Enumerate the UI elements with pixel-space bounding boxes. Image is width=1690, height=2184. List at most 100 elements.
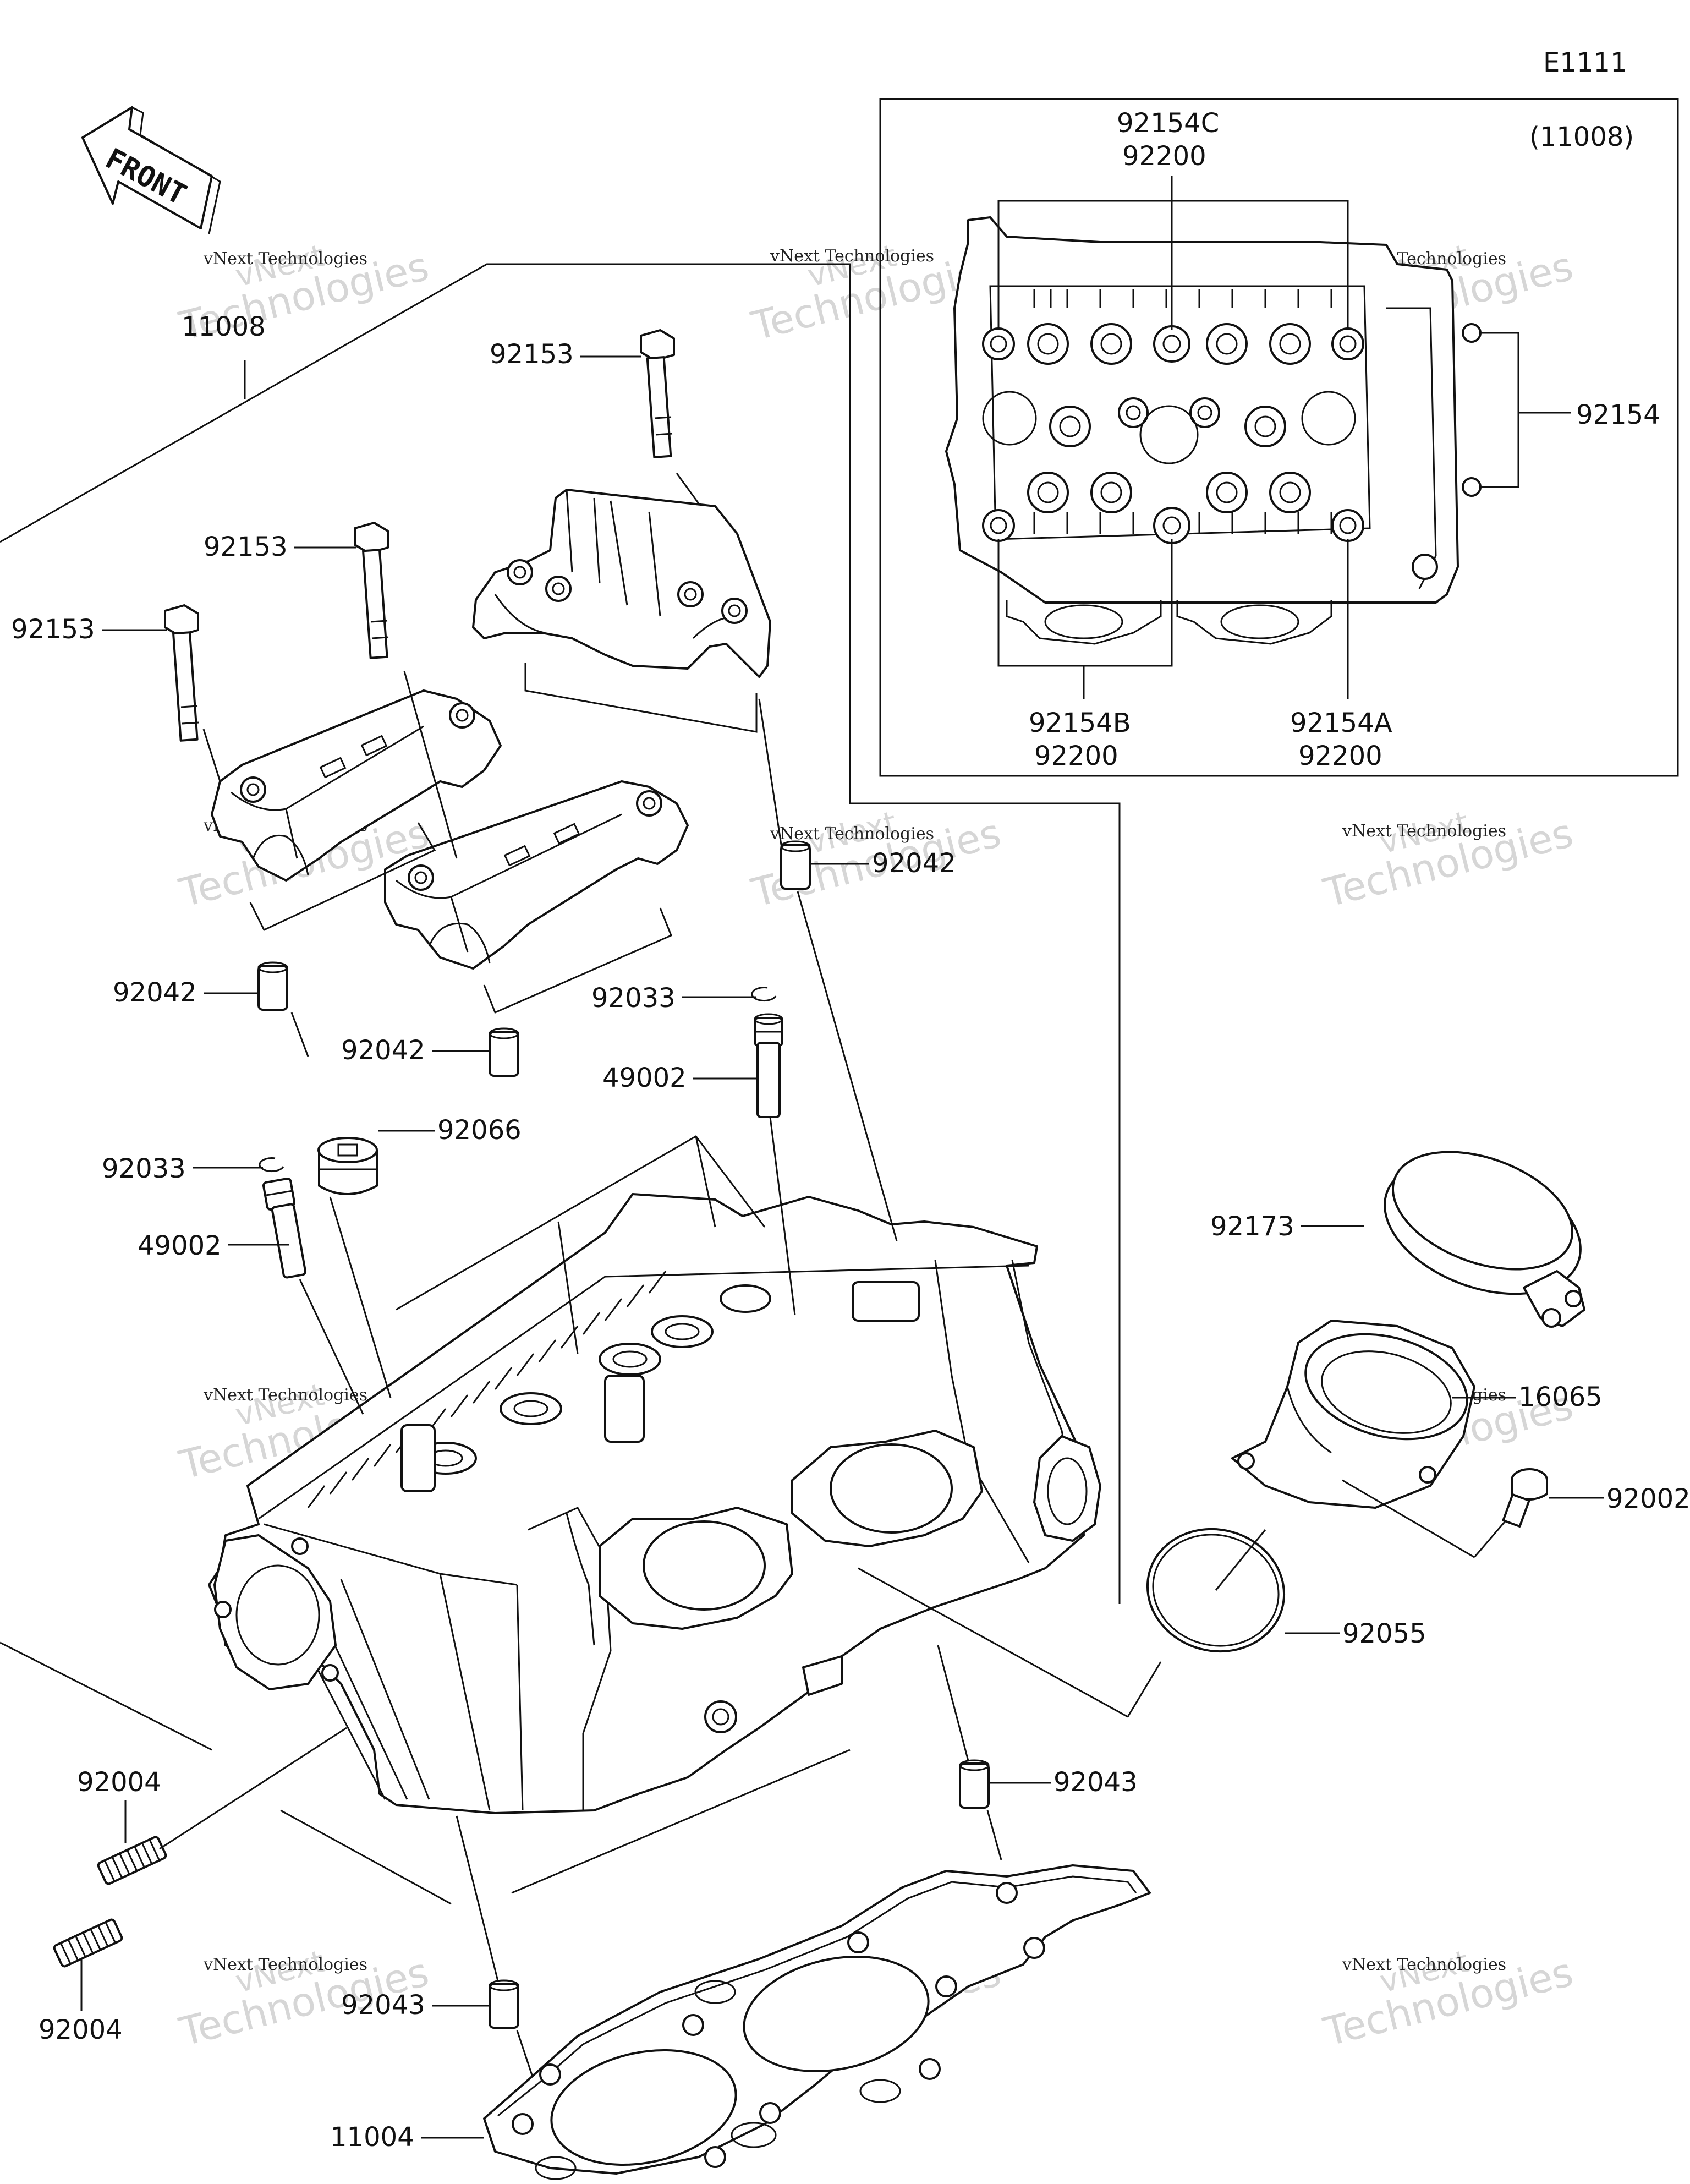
inset-bracket-top (997, 200, 1349, 330)
inset-valve-cover-area (989, 285, 1371, 540)
label-92004-b: 92004 (39, 2015, 123, 2045)
watermark-small-5: vNext Technologies (770, 824, 934, 844)
watermark-small-1: vNext Technologies (203, 249, 367, 269)
plug-92066 (317, 1137, 378, 1195)
watermark-small-12: vNext Technologies (1342, 1955, 1506, 1974)
inset-port-left (1006, 600, 1162, 645)
stud-92004-b (53, 1918, 123, 1968)
dowel-92042-b (489, 1027, 519, 1077)
label-92153-c: 92153 (11, 614, 95, 645)
head-leader-bolt-c (202, 729, 221, 782)
inset-frame (879, 98, 1679, 777)
label-92033-b: 92033 (102, 1153, 186, 1184)
head-leader-bolt-a (676, 473, 700, 504)
inset-port-right-bore (1220, 604, 1299, 639)
leader-92043-b-down (516, 2030, 535, 2081)
label-11008-assy: 11008 (182, 311, 266, 342)
watermark-small-10: vNext Technologies (203, 1955, 367, 1974)
inset-ref: (11008) (1529, 122, 1634, 152)
inset-label-top-1: 92154C (1117, 108, 1219, 139)
dowel-92042-a (257, 961, 288, 1011)
label-92043-a: 92043 (1053, 1767, 1138, 1798)
cylinder-head-fins (307, 1271, 667, 1508)
clip-92033-a (751, 987, 777, 1002)
holder-16065 (1231, 1320, 1475, 1509)
watermark-6: vNext Technologies (1319, 804, 1577, 916)
front-arrow-shape (81, 106, 213, 229)
cam-cap-left-lower (384, 780, 689, 970)
stud-92004-a (97, 1836, 167, 1885)
watermark-10: vNext Technologies (174, 1944, 433, 2055)
inset-label-right: 92154 (1576, 399, 1660, 430)
head-leader-guide (769, 1116, 796, 1316)
inset-label-bl-2: 92200 (1034, 741, 1118, 771)
label-92042-c: 92042 (872, 848, 956, 879)
label-92004-a: 92004 (77, 1767, 161, 1798)
inset-bracket-bl (997, 539, 1173, 667)
head-leader-port (858, 1567, 1128, 1718)
label-11004: 11004 (330, 2122, 414, 2153)
guide-49002-b (262, 1177, 307, 1279)
stud-leader-a (159, 1727, 347, 1850)
clip-92033-b (259, 1157, 284, 1173)
front-arrow-depth (131, 106, 221, 234)
inset-label-bl-1: 92154B (1029, 708, 1131, 738)
holder-leader-screw (1342, 1479, 1475, 1558)
watermark-small-2: vNext Technologies (770, 247, 934, 266)
stud-leader-b (280, 1809, 452, 1905)
head-leader-2 (695, 1136, 716, 1228)
watermark-12: vNext Technologies (1319, 1944, 1577, 2055)
front-arrow: FRONT (81, 106, 221, 234)
label-49002-b: 49002 (138, 1230, 222, 1261)
leader-92043-b-up (456, 1815, 499, 1982)
cam-cap-left-upper (211, 689, 502, 882)
bolt-92153-a (640, 329, 675, 458)
label-92033-a: 92033 (591, 983, 676, 1014)
label-92153-a: 92153 (490, 339, 574, 370)
head-gasket-11004 (483, 1864, 1151, 2180)
inset-label-br-2: 92200 (1298, 741, 1382, 771)
watermark-small-6: vNext Technologies (1342, 822, 1506, 841)
head-leader-holder (758, 698, 782, 845)
assembly-outline (0, 263, 1121, 1604)
inset-head-top-view (945, 216, 1482, 645)
guide-49002-a (754, 1013, 783, 1118)
dowel-92042-c (780, 840, 811, 890)
label-92153-b: 92153 (204, 532, 288, 562)
inset-label-br-1: 92154A (1290, 708, 1392, 738)
label-92042-b: 92042 (341, 1035, 425, 1066)
watermark-small-7: vNext Technologies (203, 1386, 367, 1405)
head-leader-bolt-b (403, 671, 458, 859)
holder-leader-screw-end (1473, 1518, 1508, 1558)
inset-panel: (11008) 92154C 92200 92154 92154B 92200 … (879, 98, 1679, 777)
inset-label-top-2: 92200 (1122, 141, 1206, 172)
head-leader-plug (329, 1196, 392, 1398)
inset-port-right (1176, 600, 1332, 645)
bolt-92153-b (354, 522, 389, 659)
label-49002-a: 49002 (602, 1063, 687, 1093)
cam-cap-lower-bracket (483, 907, 672, 1014)
inset-port-left-bore (1044, 604, 1123, 639)
label-92042-a: 92042 (113, 977, 197, 1008)
gasket-leader-top (511, 1749, 851, 1894)
head-leader-port-end (1127, 1661, 1162, 1717)
inset-bolt-bosses (982, 323, 1482, 580)
leader-92043-a-down (986, 1810, 1002, 1860)
clamp-92173 (1384, 1151, 1585, 1328)
cam-cap-upper-bracket (249, 822, 436, 931)
label-92173: 92173 (1210, 1211, 1294, 1242)
label-16065: 16065 (1518, 1382, 1603, 1413)
assembly-outline-lower (0, 1641, 212, 1751)
diagram-code: E1111 (1543, 47, 1627, 78)
label-92002: 92002 (1606, 1484, 1690, 1514)
head-leader-1 (557, 1221, 579, 1354)
bolt-92153-c (164, 604, 199, 742)
cylinder-head (208, 1193, 1101, 1814)
screw-92002 (1502, 1468, 1548, 1528)
inset-bracket-right (1480, 332, 1519, 488)
head-leader-guide-b (299, 1279, 364, 1415)
label-92055: 92055 (1342, 1618, 1426, 1649)
cam-holder-center (472, 489, 771, 678)
leader-92043-a-up (937, 1645, 969, 1761)
